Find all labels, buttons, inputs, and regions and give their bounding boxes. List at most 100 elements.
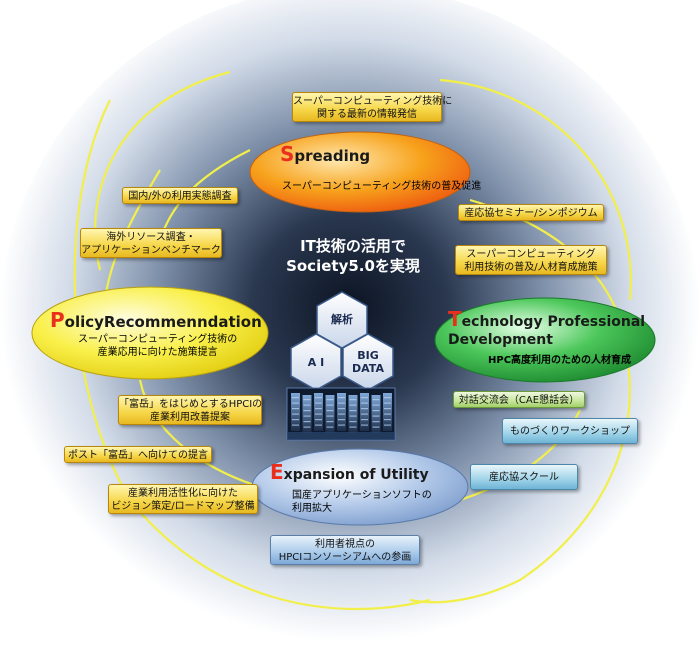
- rack-light: [372, 404, 380, 406]
- server-rack: [302, 395, 312, 433]
- technology-title: Technology Professional Development: [448, 307, 646, 349]
- box-usage-survey: 国内/外の利用実態調査: [122, 187, 238, 204]
- box-hpci-consortium-line1: 利用者視点の: [315, 539, 375, 550]
- box-hpci-consortium-line2: HPCIコンソーシアムへの参画: [278, 552, 412, 563]
- box-cae-dialogue: 対話交流会（CAE懇話会）: [453, 391, 585, 408]
- expansion-subtitle-line1: 国産アプリケーションソフトの: [292, 490, 432, 501]
- expansion-subtitle-line2: 利用拡大: [292, 503, 332, 514]
- spreading-initial: S: [280, 142, 295, 166]
- rack-light: [315, 419, 322, 421]
- rack-light: [349, 426, 357, 428]
- box-latest-info-line2: 関する最新の情報発信: [317, 109, 417, 120]
- box-hr-promotion: スーパーコンピューティング 利用技術の普及/人材育成施策: [455, 245, 607, 275]
- rack-light: [384, 419, 391, 421]
- box-seminar: 産応協セミナー/シンポジウム: [458, 204, 604, 221]
- rack-light: [315, 413, 322, 415]
- rack-light: [384, 424, 391, 426]
- rack-light: [349, 410, 357, 412]
- center-title: IT技術の活用で Society5.0を実現: [278, 236, 428, 276]
- spreading-title: Spreading: [280, 142, 370, 166]
- server-rack: [348, 395, 358, 433]
- rack-light: [303, 415, 311, 417]
- policy-subtitle-line1: スーパーコンピューティング技術の: [78, 334, 238, 345]
- box-fugaku-improvement-line2: 産業利用改善提案: [150, 412, 230, 423]
- rack-light: [303, 410, 311, 412]
- hexagon-cluster: [290, 291, 394, 391]
- rack-light: [292, 402, 299, 404]
- hex-bigdata-line2: DATA: [352, 362, 384, 375]
- rack-light: [338, 397, 345, 399]
- spreading-ellipse: [249, 131, 471, 213]
- rack-light: [326, 415, 334, 417]
- technology-subtitle: HPC高度利用のための人材育成: [488, 355, 632, 366]
- box-overseas-resources-line2: アプリケーションベンチマーク: [81, 245, 221, 256]
- center-title-line2: Society5.0を実現: [286, 257, 420, 275]
- box-latest-info: スーパーコンピューティング技術に 関する最新の情報発信: [292, 92, 452, 122]
- box-fugaku-improvement-line1: 「富岳」をはじめとするHPCIの: [119, 399, 263, 410]
- policy-subtitle-line2: 産業応用に向けた施策提言: [97, 347, 218, 358]
- technology-rest1: echnology Professional: [461, 314, 646, 330]
- spreading-rest: preading: [294, 147, 371, 165]
- rack-light: [338, 402, 345, 404]
- rack-light: [315, 402, 322, 404]
- spreading-subtitle: スーパーコンピューティング技術の普及促進: [282, 181, 482, 192]
- rack-light: [292, 408, 299, 410]
- rack-light: [338, 424, 345, 426]
- technology-title-line1: Technology Professional: [448, 307, 646, 331]
- rack-light: [315, 397, 322, 399]
- rack-light: [292, 419, 299, 421]
- rack-light: [372, 426, 380, 428]
- box-vision-roadmap-line1: 産業利用活性化に向けた: [128, 488, 238, 499]
- technology-ellipse: [434, 297, 656, 383]
- rack-light: [338, 408, 345, 410]
- technology-initial: T: [448, 307, 462, 331]
- rack-light: [384, 397, 391, 399]
- rack-light: [361, 419, 368, 421]
- rack-light: [361, 424, 368, 426]
- hex-bigdata-label: BIG DATA: [346, 349, 390, 375]
- rack-light: [384, 408, 391, 410]
- expansion-subtitle: 国産アプリケーションソフトの 利用拡大: [292, 489, 432, 515]
- box-hpci-consortium: 利用者視点の HPCIコンソーシアムへの参画: [270, 535, 420, 565]
- supercomputer-image: [286, 387, 396, 441]
- box-school: 産応協スクール: [470, 464, 578, 490]
- hex-ai-label: A I: [307, 356, 325, 369]
- rack-light: [338, 413, 345, 415]
- rack-light: [361, 408, 368, 410]
- box-hr-promotion-line2: 利用技術の普及/人材育成施策: [464, 262, 598, 273]
- policy-rest: olicyRecommenndation: [64, 313, 262, 331]
- box-vision-roadmap: 産業利用活性化に向けた ビジョン策定/ロードマップ整備: [108, 484, 258, 514]
- rack-light: [372, 421, 380, 423]
- policy-subtitle: スーパーコンピューティング技術の 産業応用に向けた施策提言: [78, 333, 237, 359]
- server-rack: [383, 393, 392, 431]
- expansion-rest: xpansion of Utility: [283, 467, 429, 483]
- rack-light: [292, 397, 299, 399]
- rack-light: [315, 408, 322, 410]
- box-vision-roadmap-line2: ビジョン策定/ロードマップ整備: [111, 501, 255, 512]
- server-rack: [291, 393, 300, 431]
- rack-light: [349, 404, 357, 406]
- box-overseas-resources: 海外リソース調査・ アプリケーションベンチマーク: [80, 228, 222, 258]
- rack-light: [372, 410, 380, 412]
- rack-light: [303, 421, 311, 423]
- box-overseas-resources-line1: 海外リソース調査・: [106, 232, 196, 243]
- rack-light: [292, 424, 299, 426]
- center-title-line1: IT技術の活用で: [300, 237, 406, 255]
- rack-light: [361, 397, 368, 399]
- box-post-fugaku: ポスト「富岳」へ向けての提言: [64, 446, 212, 463]
- box-fugaku-improvement: 「富岳」をはじめとするHPCIの 産業利用改善提案: [118, 395, 262, 425]
- rack-light: [384, 402, 391, 404]
- rack-light: [303, 399, 311, 401]
- policy-initial: P: [50, 308, 65, 332]
- rack-light: [372, 399, 380, 401]
- rack-light: [326, 410, 334, 412]
- technology-title-line2: Development: [448, 332, 553, 348]
- server-rack: [371, 395, 381, 433]
- rack-light: [326, 426, 334, 428]
- expansion-initial: E: [270, 460, 284, 484]
- server-rack: [314, 393, 323, 431]
- rack-light: [349, 399, 357, 401]
- rack-light: [372, 415, 380, 417]
- box-hr-promotion-line1: スーパーコンピューティング: [466, 249, 596, 260]
- rack-light: [315, 424, 322, 426]
